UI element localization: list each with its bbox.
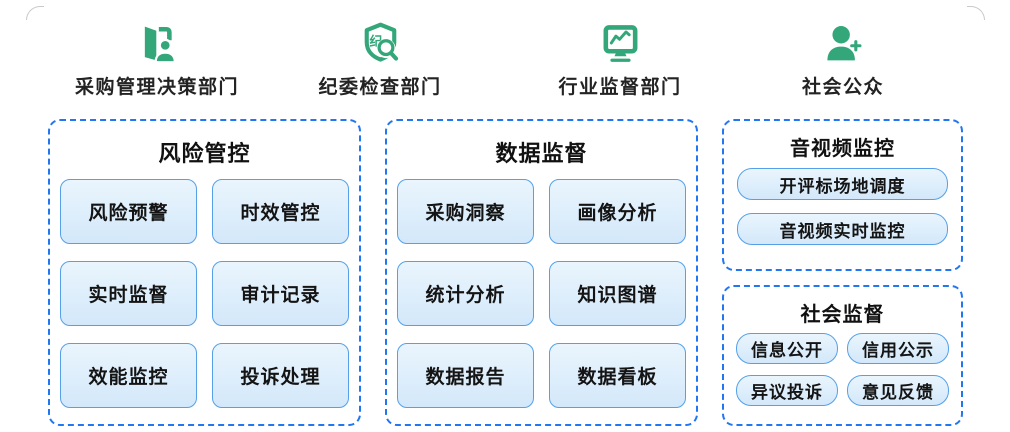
stakeholder-label: 纪委检查部门 (318, 77, 442, 98)
feature-chip-profile-analysis[interactable]: 画像分析 (549, 179, 686, 244)
social-feature-grid: 信息公开 信用公示 异议投诉 意见反馈 (724, 332, 961, 406)
stakeholder-procurement-dept: 采购管理决策部门 (75, 21, 239, 99)
panel-title: 数据监督 (495, 141, 588, 166)
stakeholder-industry-dept: 行业监督部门 (558, 21, 681, 99)
risk-feature-grid: 风险预警 时效管控 实时监督 审计记录 效能监控 投诉处理 (50, 177, 359, 424)
feature-chip-data-report[interactable]: 数据报告 (397, 343, 534, 408)
feature-chip-av-realtime-monitoring[interactable]: 音视频实时监控 (737, 213, 948, 245)
feature-chip-risk-warning[interactable]: 风险预警 (60, 179, 197, 244)
stakeholder-public: 社会公众 (802, 21, 884, 99)
feature-chip-knowledge-graph[interactable]: 知识图谱 (549, 261, 686, 326)
feature-chip-feedback[interactable]: 意见反馈 (847, 375, 949, 406)
feature-chip-objection-complaint[interactable]: 异议投诉 (736, 375, 838, 406)
person-plus-icon (821, 21, 865, 65)
feature-chip-procurement-insight[interactable]: 采购洞察 (397, 179, 534, 244)
feature-chip-info-disclosure[interactable]: 信息公开 (736, 333, 838, 364)
panel-title: 风险管控 (158, 141, 251, 166)
monitor-chart-icon (598, 21, 642, 65)
panel-risk-control: 风险管控 风险预警 时效管控 实时监督 审计记录 效能监控 投诉处理 (48, 119, 361, 426)
feature-chip-audit-record[interactable]: 审计记录 (212, 261, 349, 326)
feature-chip-credit-publicity[interactable]: 信用公示 (847, 333, 949, 364)
av-feature-list: 开评标场地调度 音视频实时监控 (724, 166, 961, 245)
feature-chip-realtime-supervision[interactable]: 实时监督 (60, 261, 197, 326)
feature-chip-time-control[interactable]: 时效管控 (212, 179, 349, 244)
panel-data-supervision: 数据监督 采购洞察 画像分析 统计分析 知识图谱 数据报告 数据看板 (385, 119, 698, 426)
corner-arc-top-right (967, 6, 985, 20)
panel-social-supervision: 社会监督 信息公开 信用公示 异议投诉 意见反馈 (722, 285, 963, 426)
panel-title: 社会监督 (800, 304, 885, 326)
shield-inspect-icon: 纪 (358, 21, 402, 65)
feature-chip-data-dashboard[interactable]: 数据看板 (549, 343, 686, 408)
stakeholder-label: 社会公众 (801, 77, 885, 98)
feature-chip-efficiency-monitor[interactable]: 效能监控 (60, 343, 197, 408)
feature-chip-statistical-analysis[interactable]: 统计分析 (397, 261, 534, 326)
data-feature-grid: 采购洞察 画像分析 统计分析 知识图谱 数据报告 数据看板 (387, 177, 696, 424)
panel-title: 音视频监控 (790, 138, 895, 160)
stakeholder-discipline-dept: 纪 纪委检查部门 (318, 21, 441, 99)
stakeholder-label: 采购管理决策部门 (74, 77, 240, 98)
corner-arc-top-left (26, 6, 44, 20)
stakeholder-label: 行业监督部门 (558, 77, 682, 98)
feature-chip-complaint-handling[interactable]: 投诉处理 (212, 343, 349, 408)
feature-chip-bid-venue-scheduling[interactable]: 开评标场地调度 (737, 168, 948, 200)
panel-av-monitoring: 音视频监控 开评标场地调度 音视频实时监控 (722, 119, 963, 271)
door-person-icon (135, 21, 179, 65)
